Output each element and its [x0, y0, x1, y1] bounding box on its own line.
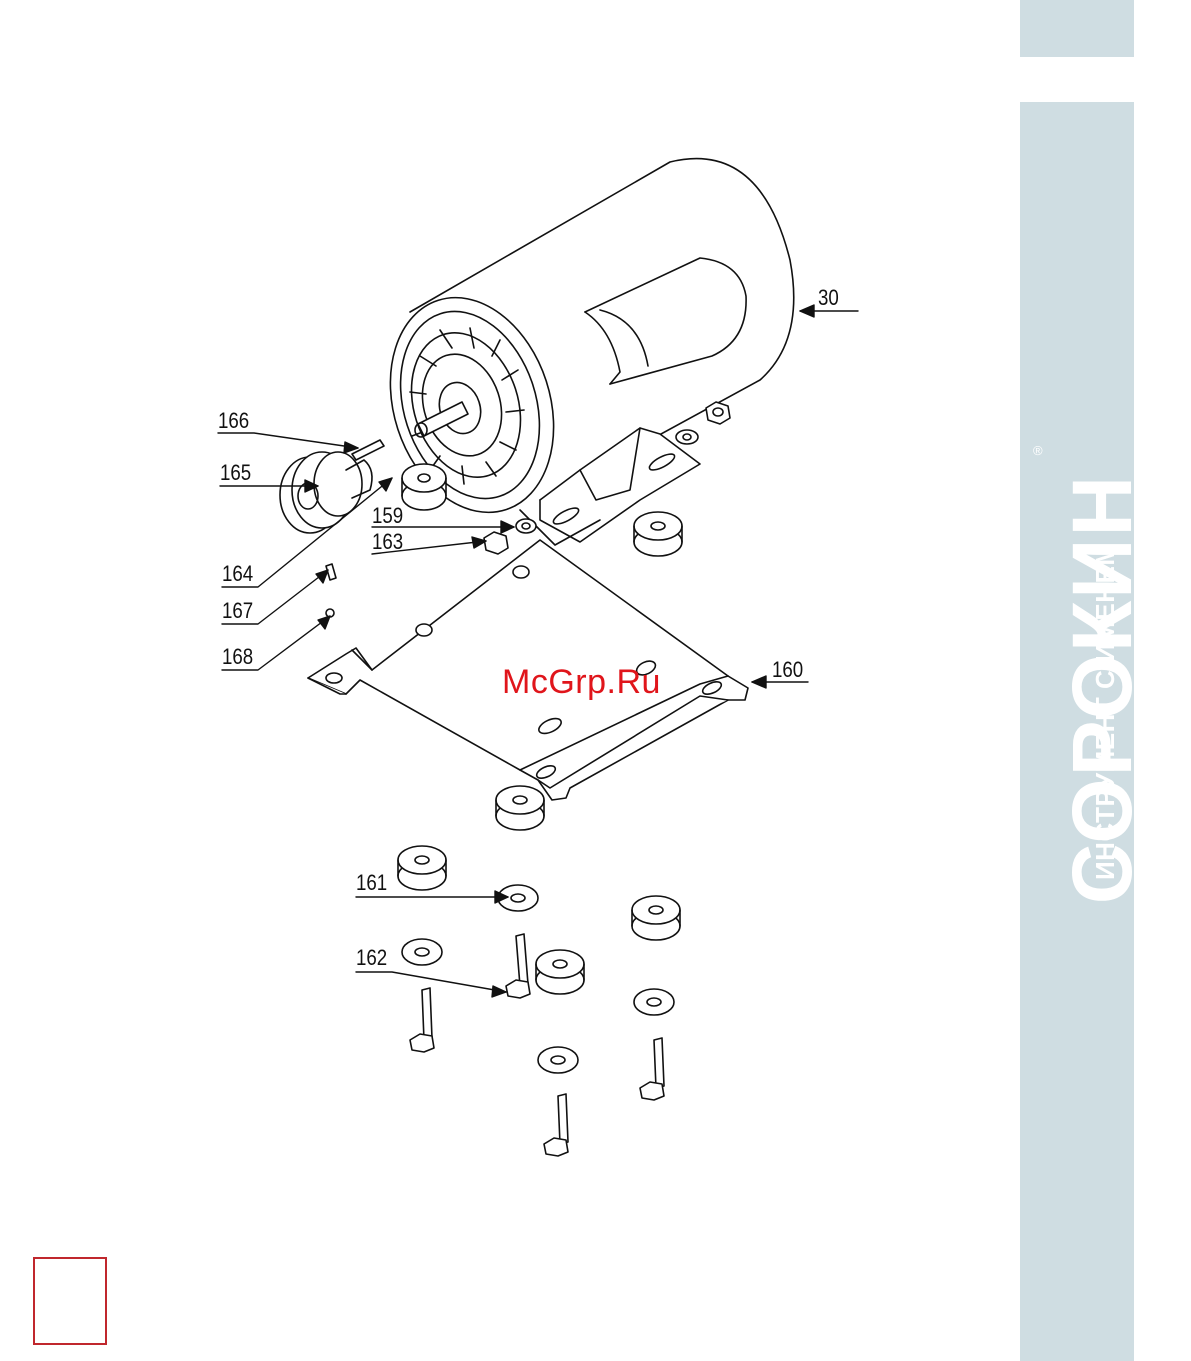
page-number-box — [33, 1257, 107, 1345]
callout-168: 168 — [222, 646, 253, 668]
watermark: McGrp.Ru — [502, 663, 661, 702]
callout-30: 30 — [818, 287, 839, 309]
key — [352, 440, 384, 460]
callout-163: 163 — [372, 531, 403, 553]
callout-159: 159 — [372, 505, 403, 527]
nut — [484, 532, 508, 554]
callout-164: 164 — [222, 563, 253, 585]
pulley — [280, 452, 372, 533]
callout-166: 166 — [218, 410, 249, 432]
callout-162: 162 — [356, 947, 387, 969]
callout-167: 167 — [222, 600, 253, 622]
callout-160: 160 — [772, 659, 803, 681]
callout-161: 161 — [356, 872, 387, 894]
callout-165: 165 — [220, 462, 251, 484]
